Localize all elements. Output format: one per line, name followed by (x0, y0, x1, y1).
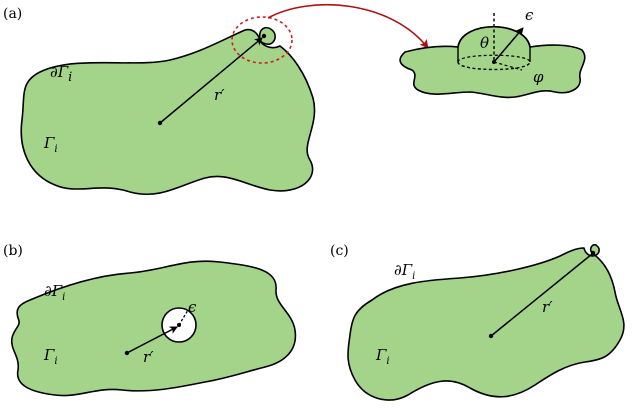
panel-a-zoom-arrow (267, 3, 429, 49)
panel-b-tag: (b) (3, 243, 23, 259)
panel-a-inset: θ ϵ φ (399, 6, 586, 99)
panel-b-radius-arrow (126, 326, 178, 354)
panel-a-radius-label: r′ (214, 86, 225, 104)
panel-a-tag: (a) (3, 6, 22, 22)
panel-a-domain-shape (20, 26, 316, 196)
panel-c-domain-shape (347, 243, 625, 401)
panel-b-radius-label: r′ (143, 348, 154, 366)
panel-b-boundary-label: ∂Γi (44, 282, 65, 303)
inset-epsilon-label: ϵ (525, 6, 534, 24)
panel-b-domain-label: Γi (43, 346, 58, 367)
panel-a: (a) ∂Γi Γi r′ (3, 3, 429, 196)
panel-c-target-dot (590, 250, 596, 256)
panel-c: (c) ∂Γi Γi r′ (330, 243, 625, 401)
epsilon-arrow (493, 27, 524, 63)
inset-theta-label: θ (480, 34, 489, 52)
panel-c-boundary-label: ∂Γi (394, 261, 415, 282)
panel-c-tag: (c) (330, 243, 349, 259)
panel-a-zoom-circle (231, 16, 293, 64)
panel-a-radius-arrow (159, 37, 263, 124)
panel-a-boundary-label: ∂Γi (50, 63, 72, 85)
panel-b-epsilon-label: ϵ (188, 298, 197, 316)
hemisphere-base-front (457, 61, 531, 71)
panel-b-domain-shape (10, 260, 297, 397)
panel-c-domain-label: Γi (375, 346, 390, 367)
panel-a-target-dot (261, 33, 267, 39)
inset-phi-label: φ (533, 68, 544, 86)
hemisphere-base-back (457, 54, 531, 63)
panel-c-radius-label: r′ (542, 298, 553, 316)
panel-b-epsilon-line (178, 309, 189, 326)
panel-c-radius-line (490, 253, 593, 337)
panel-b: (b) ∂Γi Γi ϵ r′ (3, 243, 297, 397)
phi-radius-line (493, 61, 523, 71)
panel-a-domain-label: Γi (43, 134, 58, 155)
